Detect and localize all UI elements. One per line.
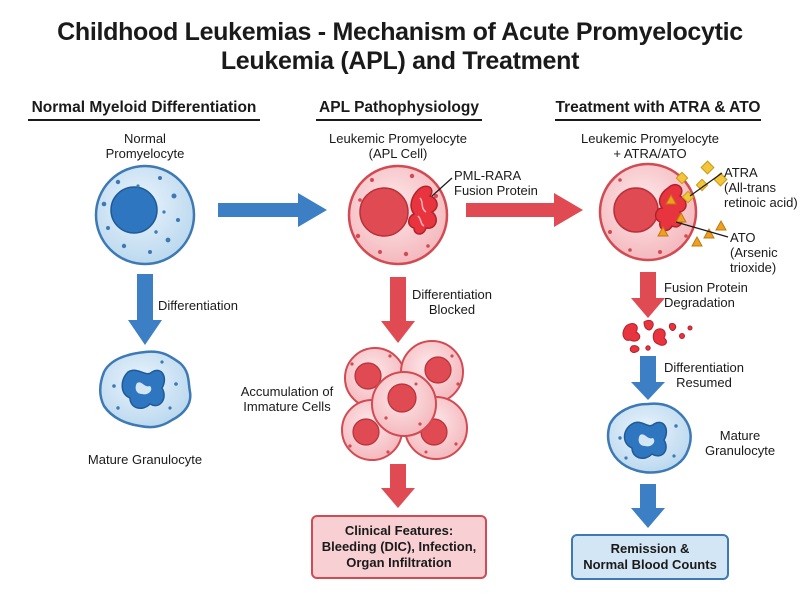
atra-leader-line (689, 172, 723, 197)
title-line-2: Leukemia (APL) and Treatment (220, 47, 580, 75)
differentiation-blocked-arrow (381, 277, 415, 343)
pml-rara-leader-line (431, 177, 453, 197)
mature-granulocyte-cell (99, 350, 192, 429)
degradation-arrow (631, 272, 665, 318)
atra-label: ATRA (All-trans retinoic acid) (724, 165, 798, 210)
heading-apl-pathophysiology: APL Pathophysiology (316, 99, 482, 121)
mature-granulocyte-label: Mature Granulocyte (87, 452, 203, 467)
pml-rara-fusion-protein-icon (408, 185, 438, 235)
differentiation-label: Differentiation (158, 298, 238, 313)
clinical-features-box: Clinical Features: Bleeding (DIC), Infec… (311, 515, 487, 579)
fusion-protein-degradation-label: Fusion Protein Degradation (664, 280, 748, 310)
differentiation-resumed-arrow (631, 356, 665, 400)
normal-differentiation-arrow (128, 274, 162, 345)
heading-normal-differentiation: Normal Myeloid Differentiation (28, 99, 260, 121)
ato-molecule-icons (657, 193, 727, 247)
apl-outcome-arrow (381, 464, 415, 508)
normal-promyelocyte-label: Normal Promyelocyte (105, 131, 185, 161)
immature-cell-cluster (341, 340, 468, 461)
ato-leader-line (675, 221, 729, 238)
treated-mature-granulocyte-label: Mature Granulocyte (704, 428, 776, 458)
title-line-1: Childhood Leukemias - Mechanism of Acute… (57, 18, 743, 46)
ato-label: ATO (Arsenic trioxide) (730, 230, 778, 275)
normal-promyelocyte-cell (94, 164, 196, 266)
treated-cell-label: Leukemic Promyelocyte + ATRA/ATO (581, 131, 719, 161)
degraded-protein-fragments-icon (622, 319, 693, 353)
diagram-title: Childhood Leukemias - Mechanism of Acute… (0, 18, 800, 76)
atra-molecule-icons (675, 160, 728, 204)
immature-cell (371, 371, 437, 437)
heading-treatment: Treatment with ATRA & ATO (555, 99, 761, 121)
pml-rara-label: PML-RARA Fusion Protein (454, 168, 538, 198)
arrow-apl-to-treatment (466, 193, 583, 227)
arrow-normal-to-apl (218, 193, 327, 227)
treatment-outcome-arrow (631, 484, 665, 528)
differentiation-resumed-label: Differentiation Resumed (664, 360, 744, 390)
remission-box: Remission & Normal Blood Counts (571, 534, 729, 580)
treated-mature-granulocyte-cell (606, 402, 692, 474)
apl-cell-label: Leukemic Promyelocyte (APL Cell) (329, 131, 467, 161)
differentiation-blocked-label: Differentiation Blocked (412, 287, 492, 317)
accumulation-label: Accumulation of Immature Cells (240, 384, 334, 414)
